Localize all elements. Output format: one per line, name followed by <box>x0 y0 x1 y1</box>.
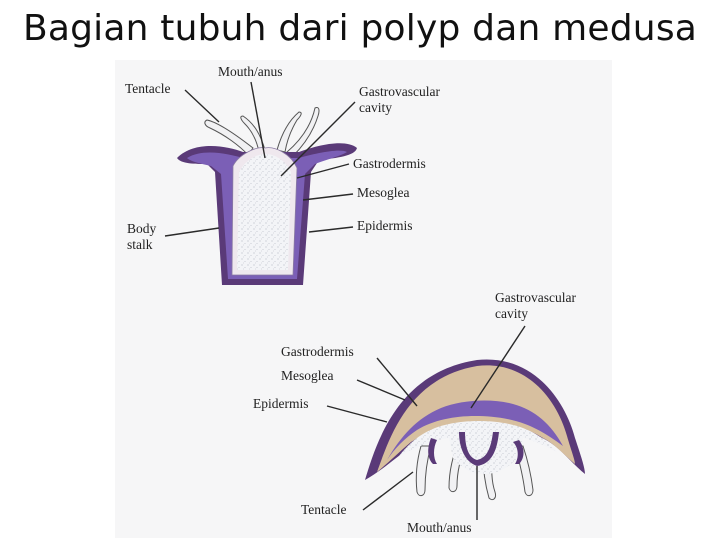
medusa-drawing <box>365 359 585 501</box>
polyp-drawing <box>177 107 357 285</box>
medusa-label-mouth: Mouth/anus <box>407 520 472 535</box>
medusa-manubrium-left <box>428 438 437 464</box>
polyp-tentacle <box>204 119 254 156</box>
medusa-label-mesoglea: Mesoglea <box>281 368 333 383</box>
polyp-tentacle <box>240 115 266 153</box>
medusa-gastrodermis <box>387 400 563 460</box>
medusa-mesoglea <box>377 365 575 472</box>
medusa-label-tentacle: Tentacle <box>301 502 347 517</box>
polyp-medusa-diagram: Mouth/anus Tentacle Gastrovascular cavit… <box>125 64 585 535</box>
polyp-label-body: Body <box>127 221 157 236</box>
polyp-label-cavity-line1: Gastrovascular <box>359 84 440 99</box>
polyp-label-stalk: stalk <box>127 237 153 252</box>
polyp-label-tentacle: Tentacle <box>125 81 171 96</box>
polyp-cavity <box>237 154 291 270</box>
medusa-tentacle <box>415 445 432 497</box>
slide-title: Bagian tubuh dari polyp dan medusa <box>22 8 698 49</box>
polyp-label-epidermis: Epidermis <box>357 218 413 233</box>
polyp-label-mesoglea: Mesoglea <box>357 185 409 200</box>
diagram-figure: Mouth/anus Tentacle Gastrovascular cavit… <box>115 60 612 538</box>
polyp-label-gastrodermis: Gastrodermis <box>353 156 426 171</box>
polyp-label-cavity-line2: cavity <box>359 100 392 115</box>
medusa-label-cavity-line1: Gastrovascular <box>495 290 576 305</box>
medusa-manubrium <box>459 432 499 466</box>
polyp-tentacle <box>276 111 302 153</box>
polyp-label-mouth: Mouth/anus <box>218 64 283 79</box>
polyp-tentacle <box>286 107 320 157</box>
medusa-manubrium-right <box>513 440 524 464</box>
medusa-label-cavity-line2: cavity <box>495 306 528 321</box>
medusa-label-gastrodermis: Gastrodermis <box>281 344 354 359</box>
medusa-label-epidermis: Epidermis <box>253 396 309 411</box>
medusa-cavity <box>399 421 557 474</box>
